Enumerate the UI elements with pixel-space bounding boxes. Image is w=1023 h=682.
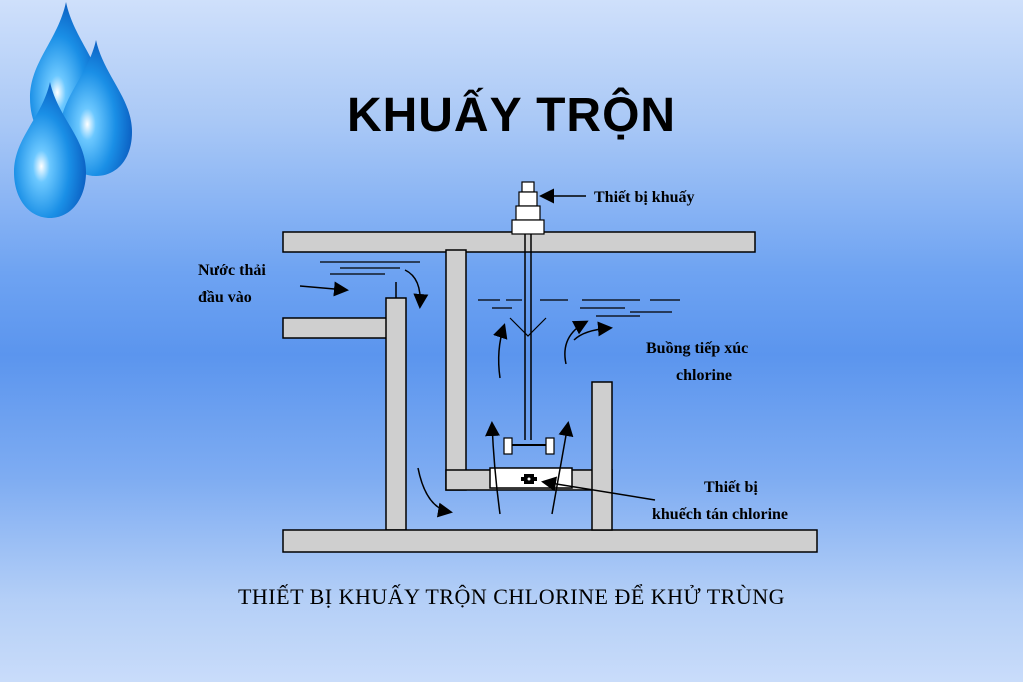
diffuser-label-line2: khuếch tán chlorine [652, 506, 788, 523]
water-drop-icon [14, 82, 86, 218]
diffuser-icon [521, 474, 537, 484]
center-baffle [445, 249, 467, 491]
inlet-label-line2: đầu vào [198, 289, 252, 306]
water-surface-chamber [478, 299, 680, 317]
chamber-label-line1: Buồng tiếp xúc [646, 340, 748, 357]
inlet-lower-slab [282, 317, 389, 339]
flow-arrows [299, 269, 613, 518]
water-drops-decoration [14, 2, 132, 218]
left-wall [385, 297, 407, 531]
right-weir [591, 381, 613, 531]
mixer-label: Thiết bị khuấy [594, 189, 694, 206]
mixer-device [503, 181, 555, 455]
diagram-caption: THIẾT BỊ KHUẤY TRỘN CHLORINE ĐỂ KHỬ TRÙN… [237, 584, 785, 609]
top-slab [282, 231, 756, 253]
chamber-label-line2: chlorine [676, 367, 732, 384]
diffuser-label-line1: Thiết bị [704, 479, 758, 496]
water-surface-inlet [320, 261, 420, 275]
page-title: KHUẤY TRỘN [346, 89, 677, 142]
inlet-label-line1: Nước thải [198, 262, 266, 279]
label-pointers [539, 188, 656, 501]
bottom-slab [282, 529, 818, 553]
